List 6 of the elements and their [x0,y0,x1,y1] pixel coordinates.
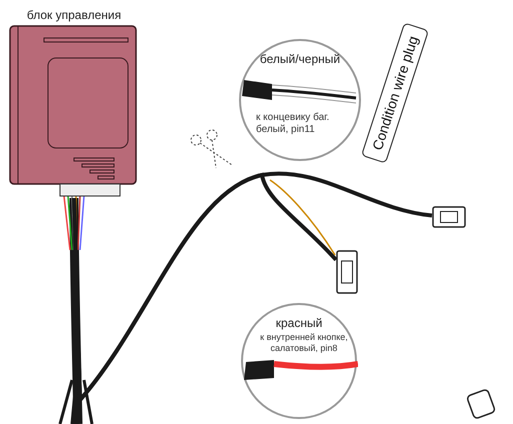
heading: блок управления [26,8,122,22]
wire-color-label: белый/черный [258,52,342,66]
wire-note: к внутренней кнопке, салатовый, pin8 [259,332,349,354]
wire-note: к концевику баг. белый, pin11 [256,112,330,136]
wire-color-label: красный [274,316,324,330]
cable [72,173,338,402]
